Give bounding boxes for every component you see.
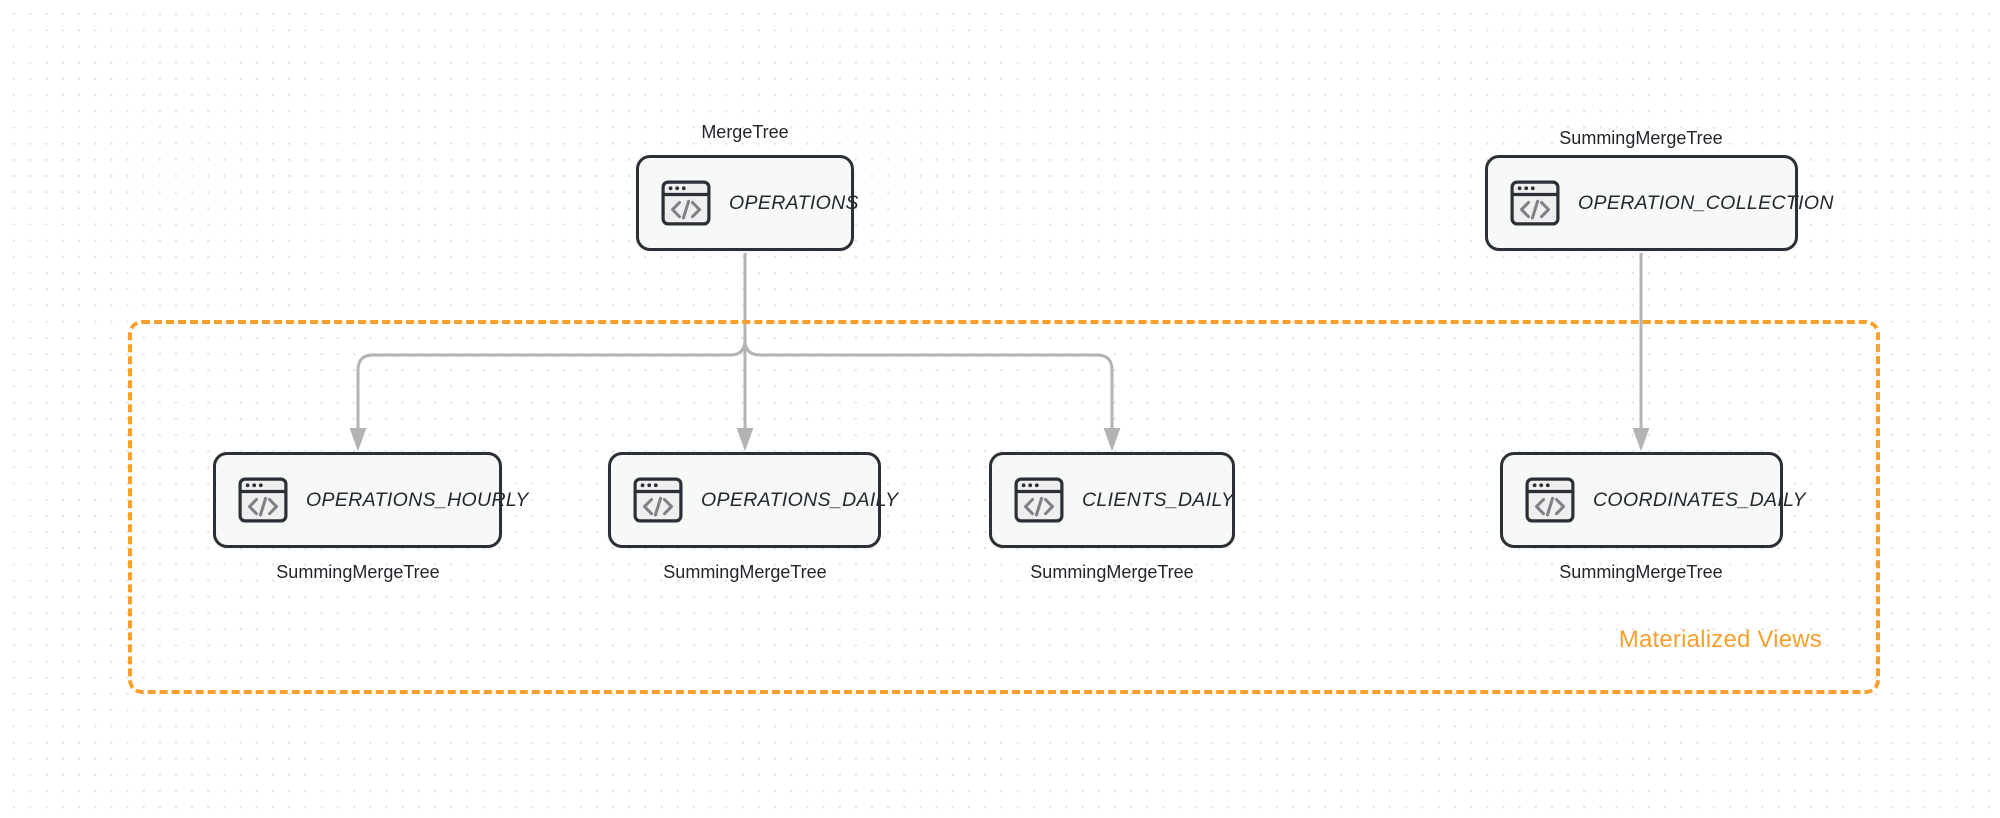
node-clients-daily[interactable]: CLIENTS_DAILY	[989, 452, 1235, 548]
node-title: OPERATIONS_HOURLY	[306, 488, 529, 511]
node-title: OPERATIONS_DAILY	[701, 488, 899, 511]
engine-label-operations-hourly: SummingMergeTree	[276, 562, 440, 582]
node-operation-collection[interactable]: OPERATION_COLLECTION	[1485, 155, 1834, 251]
code-window-icon	[1014, 477, 1064, 523]
code-window-icon	[661, 180, 711, 226]
node-title: OPERATION_COLLECTION	[1578, 191, 1834, 214]
code-window-icon	[238, 477, 288, 523]
node-operations-daily[interactable]: OPERATIONS_DAILY	[608, 452, 898, 548]
code-window-icon	[633, 477, 683, 523]
materialized-views-group-label: Materialized Views	[1618, 626, 1822, 653]
node-title: COORDINATES_DAILY	[1593, 488, 1806, 511]
node-operations[interactable]: OPERATIONS	[636, 155, 859, 251]
engine-label-operation-collection: SummingMergeTree	[1559, 128, 1723, 148]
engine-label-operations-daily: SummingMergeTree	[663, 562, 827, 582]
node-title: CLIENTS_DAILY	[1082, 488, 1235, 511]
code-window-icon	[1525, 477, 1575, 523]
node-coordinates-daily[interactable]: COORDINATES_DAILY	[1500, 452, 1806, 548]
engine-label-clients-daily: SummingMergeTree	[1030, 562, 1194, 582]
code-window-icon	[1510, 180, 1560, 226]
engine-label-coordinates-daily: SummingMergeTree	[1559, 562, 1723, 582]
node-operations-hourly[interactable]: OPERATIONS_HOURLY	[213, 452, 528, 548]
engine-label-operations: MergeTree	[701, 122, 789, 142]
node-title: OPERATIONS	[729, 191, 859, 214]
